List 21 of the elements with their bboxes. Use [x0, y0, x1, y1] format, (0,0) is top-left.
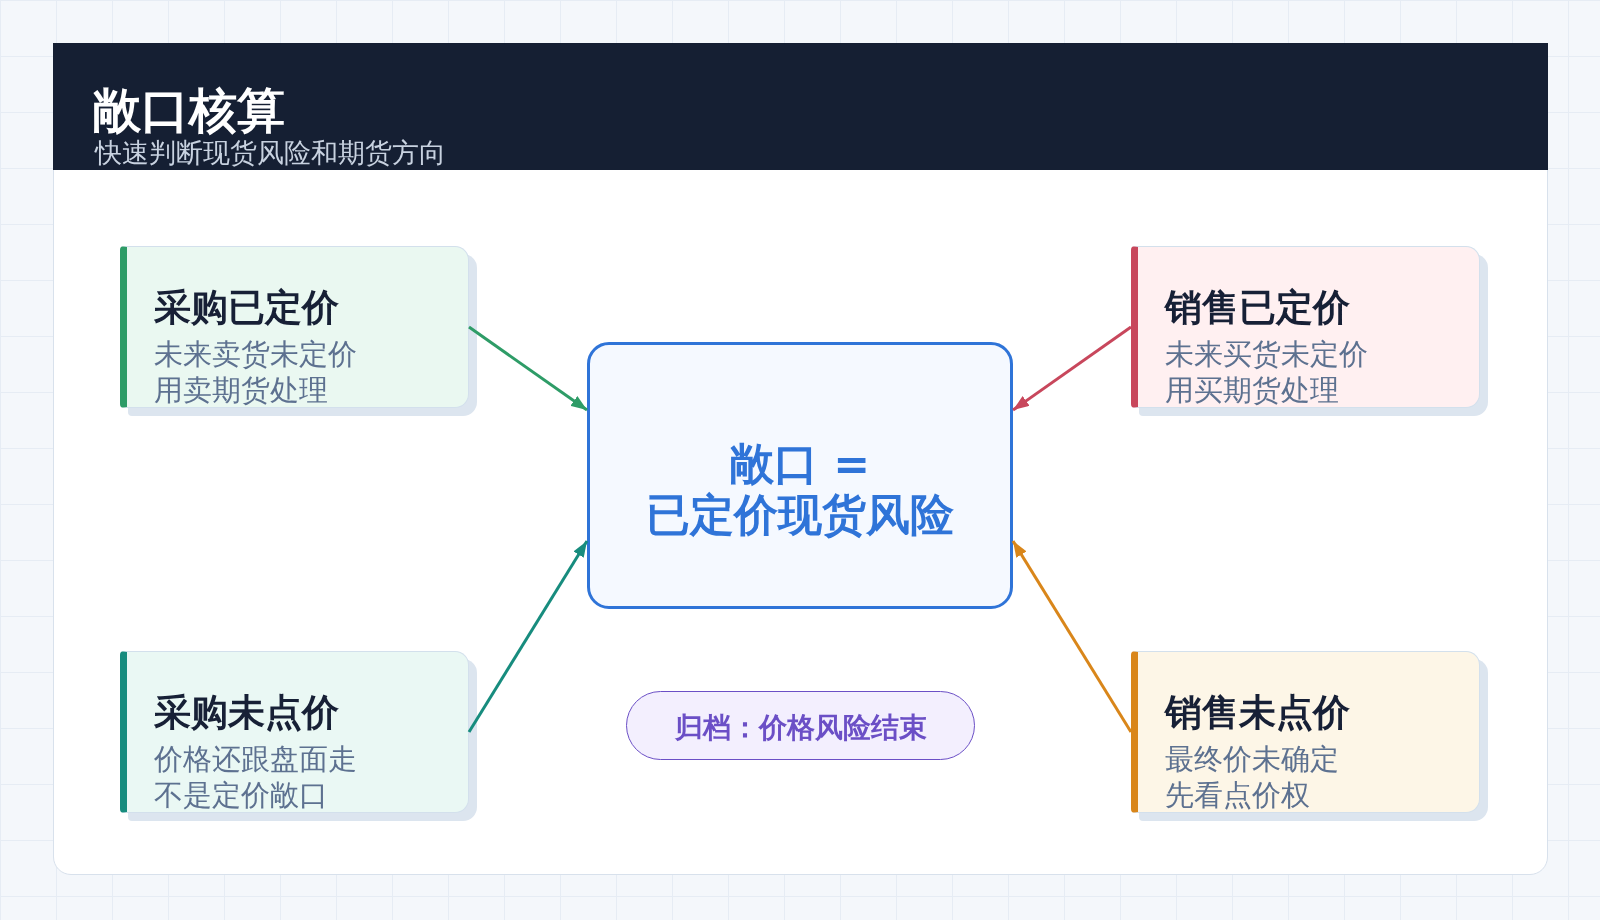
arrow	[468, 325, 588, 412]
card-title: 采购已定价	[154, 289, 339, 326]
card-text: 先看点价权	[1165, 781, 1310, 810]
card-text: 不是定价敞口	[154, 781, 328, 810]
status-text: 归档：价格风险结束	[674, 714, 927, 742]
card-text: 最终价未确定	[1165, 745, 1339, 774]
arrow	[467, 540, 589, 733]
card-title: 采购未点价	[154, 694, 339, 731]
subtitle: 快速判断现货风险和期货方向	[95, 139, 446, 168]
summary-text: 敞口 = 已定价现货风险	[645, 437, 955, 540]
summary-box	[587, 342, 1013, 609]
card-text: 用卖期货处理	[154, 376, 328, 405]
card-title: 销售已定价	[1165, 289, 1350, 326]
card-title: 销售未点价	[1165, 694, 1350, 731]
card-text: 未来卖货未定价	[154, 340, 357, 369]
page-title: 敞口核算	[93, 86, 285, 134]
arrow	[1011, 540, 1133, 733]
arrow	[1012, 325, 1132, 412]
card-text: 未来买货未定价	[1165, 340, 1368, 369]
card-text: 用买期货处理	[1165, 376, 1339, 405]
card-text: 价格还跟盘面走	[154, 745, 357, 774]
